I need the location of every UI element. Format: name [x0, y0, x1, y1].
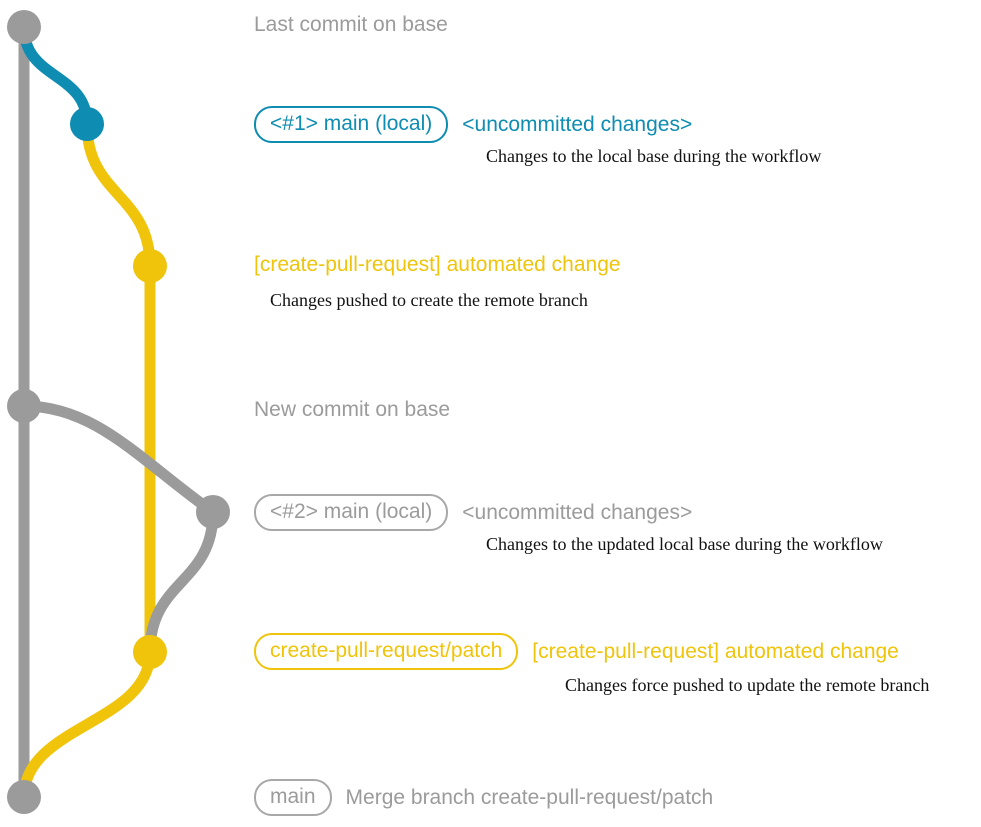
node-local-commit-1[interactable] [70, 107, 104, 141]
commit-subject-local-1: <uncommitted changes> [462, 112, 693, 136]
commit-description-local-2: Changes to the updated local base during… [486, 534, 883, 554]
note-last-commit-on-base: Last commit on base [254, 13, 448, 36]
commit-description-local-1: Changes to the local base during the wor… [486, 146, 822, 166]
commit-subject-local-2: <uncommitted changes> [462, 500, 693, 524]
commit-subject-merge: Merge branch create-pull-request/patch [345, 785, 714, 809]
commit-description-automated-1: Changes pushed to create the remote bran… [270, 290, 588, 310]
ref-badge-main-local-2[interactable]: <#2> main (local) [254, 494, 449, 531]
commit-subject-automated-2: [create-pull-request] automated change [532, 639, 899, 663]
node-base-head[interactable] [7, 10, 41, 44]
edge-patch-2-to-merge [18, 646, 156, 803]
commit-description-automated-2: Changes force pushed to update the remot… [565, 675, 930, 695]
note-new-commit-on-base: New commit on base [254, 398, 451, 421]
row-automated-change-2: create-pull-request/patch [create-pull-r… [254, 633, 899, 670]
edge-local-2-to-patch-2 [144, 506, 219, 658]
ref-badge-main[interactable]: main [254, 779, 332, 816]
ref-badge-create-pull-request-patch[interactable]: create-pull-request/patch [254, 633, 519, 670]
edge-local-1-to-patch-1 [81, 118, 156, 272]
edge-base-to-local-1 [18, 21, 93, 130]
row-local-commit-1: <#1> main (local) <uncommitted changes> [254, 106, 692, 143]
node-merge-commit[interactable] [7, 780, 41, 814]
node-patch-commit-2[interactable] [133, 635, 167, 669]
node-local-commit-2[interactable] [196, 495, 230, 529]
node-patch-commit-1[interactable] [133, 249, 167, 283]
row-merge-commit: main Merge branch create-pull-request/pa… [254, 779, 713, 816]
commit-subject-automated-1: [create-pull-request] automated change [254, 253, 621, 276]
edge-base-to-local-2 [18, 400, 219, 518]
node-base-new-commit[interactable] [7, 389, 41, 423]
row-local-commit-2: <#2> main (local) <uncommitted changes> [254, 494, 692, 531]
row-automated-change-1: [create-pull-request] automated change [254, 253, 621, 277]
ref-badge-main-local-1[interactable]: <#1> main (local) [254, 106, 449, 143]
